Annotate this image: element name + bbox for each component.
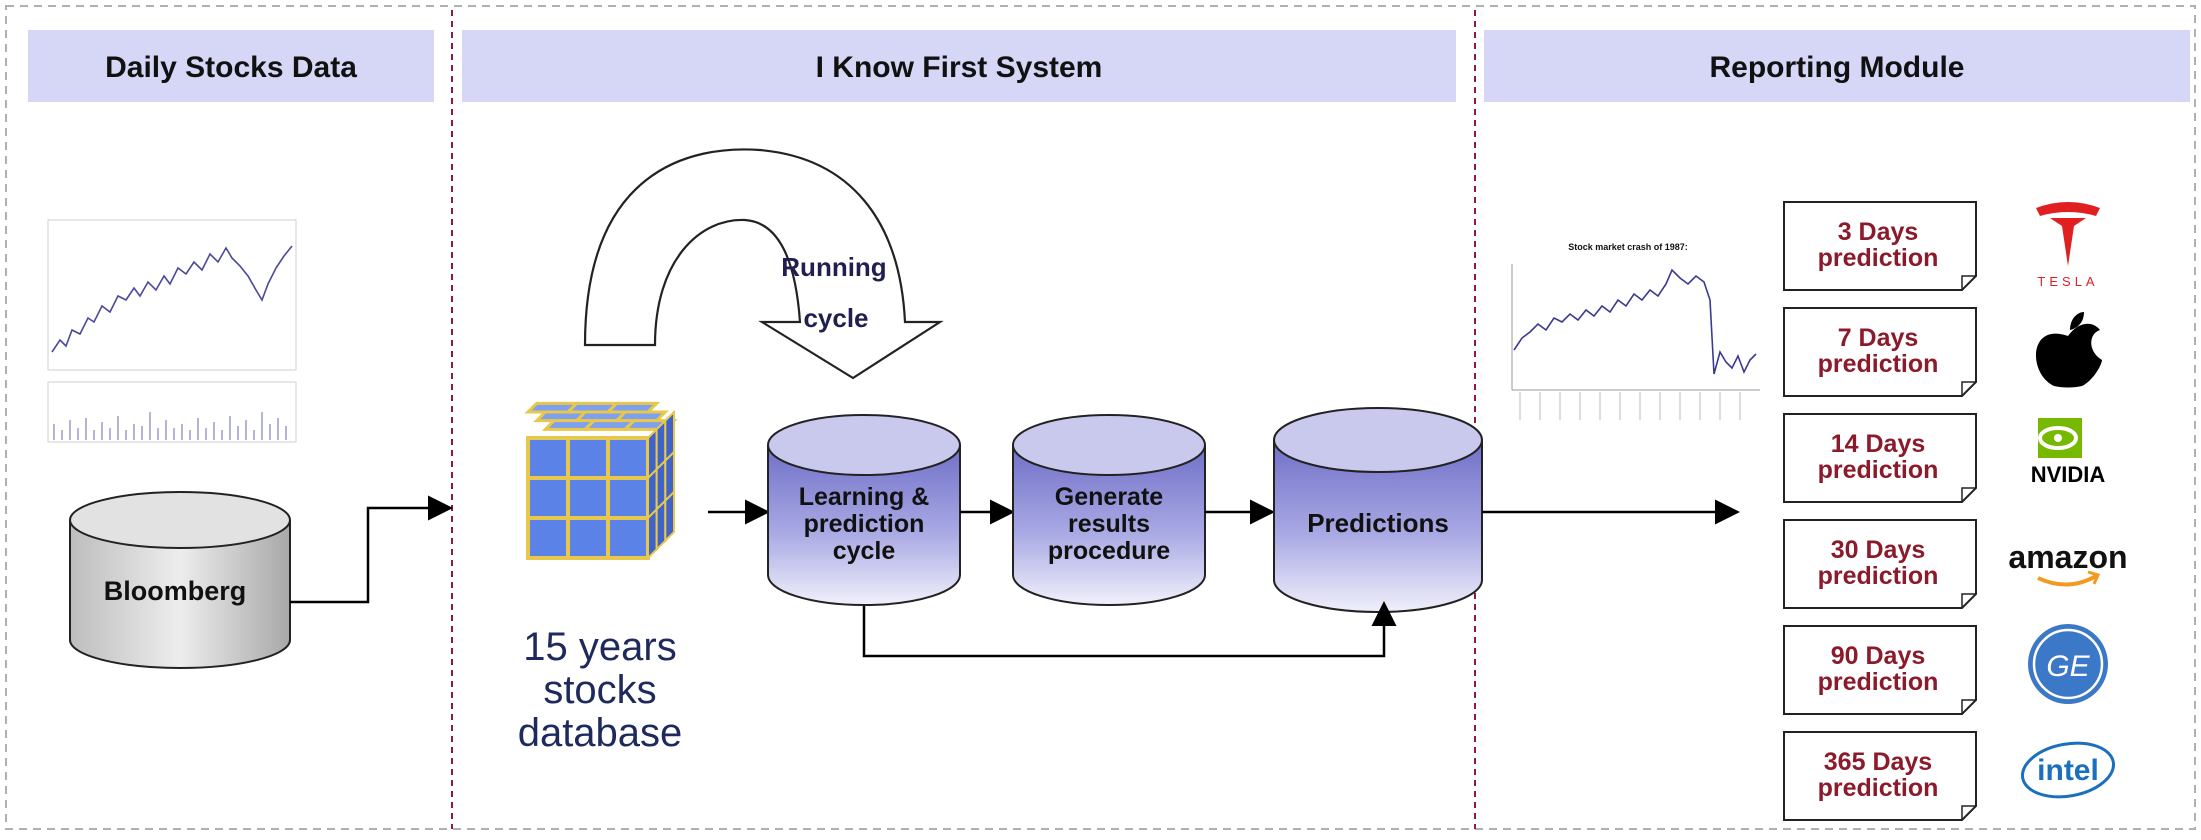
- prediction-period-label: 3 Days: [1838, 218, 1919, 246]
- prediction-word-label: prediction: [1818, 668, 1939, 696]
- prediction-word-label: prediction: [1818, 774, 1939, 802]
- ge-logo: GE: [2028, 624, 2108, 704]
- ge-monogram: GE: [2046, 650, 2090, 683]
- prediction-word-label: prediction: [1818, 350, 1939, 378]
- intel-wordmark: intel: [2037, 754, 2099, 787]
- arrow-bloomberg-to-system: [290, 495, 453, 604]
- learning-label-2: prediction: [804, 510, 925, 538]
- prediction-word-label: prediction: [1818, 562, 1939, 590]
- outer-frame: [5, 5, 2196, 830]
- database-label-1: 15 years: [523, 625, 676, 669]
- running-cycle-label-1: Running: [781, 252, 886, 282]
- nvidia-wordmark: NVIDIA: [2031, 462, 2106, 487]
- stock-chart-thumbnail: [47, 219, 297, 443]
- prediction-period-label: 365 Days: [1824, 748, 1932, 776]
- generate-label-2: results: [1068, 510, 1150, 538]
- apple-logo: [2035, 312, 2102, 388]
- header-input: Daily Stocks Data: [105, 51, 357, 84]
- prediction-period-label: 90 Days: [1831, 642, 1926, 670]
- predictions-node: Predictions: [1273, 407, 1483, 613]
- running-cycle-label-2: cycle: [803, 303, 868, 333]
- generate-results-node: Generate results procedure: [1012, 414, 1206, 606]
- predictions-label: Predictions: [1307, 508, 1449, 538]
- prediction-period-label: 14 Days: [1831, 430, 1926, 458]
- prediction-word-label: prediction: [1818, 456, 1939, 484]
- bloomberg-database: Bloomberg: [69, 491, 291, 669]
- generate-label-3: procedure: [1048, 537, 1170, 565]
- database-label-2: stocks: [543, 668, 656, 712]
- header-reporting: Reporting Module: [1710, 51, 1965, 84]
- prediction-word-label: prediction: [1818, 244, 1939, 272]
- learning-label-1: Learning &: [799, 483, 930, 511]
- header-system: I Know First System: [816, 51, 1103, 84]
- tesla-logo: TESLA: [2036, 202, 2100, 289]
- bloomberg-label: Bloomberg: [104, 576, 247, 606]
- arrow-learning-to-predictions: [862, 601, 1397, 658]
- database-label-3: database: [518, 711, 683, 755]
- intel-logo: intel: [2020, 741, 2116, 799]
- amazon-wordmark: amazon: [2008, 539, 2127, 575]
- crash-chart-title: Stock market crash of 1987:: [1568, 242, 1688, 252]
- generate-label-1: Generate: [1055, 483, 1163, 511]
- market-crash-chart-thumbnail: Stock market crash of 1987:: [1492, 236, 1764, 436]
- amazon-logo: amazon: [2008, 539, 2128, 587]
- header-bar-input: [28, 30, 434, 102]
- header-bar-reporting: [1484, 30, 2190, 102]
- learning-prediction-cycle-node: Learning & prediction cycle: [767, 414, 961, 606]
- nvidia-logo: NVIDIA: [2031, 418, 2106, 487]
- stocks-database-cube-icon: [524, 401, 678, 561]
- learning-label-3: cycle: [833, 537, 896, 565]
- prediction-period-label: 30 Days: [1831, 536, 1926, 564]
- running-cycle-arrow: Running cycle: [583, 148, 944, 380]
- tesla-wordmark: TESLA: [2037, 274, 2098, 289]
- header-bar-system: [462, 30, 1456, 102]
- prediction-period-label: 7 Days: [1838, 324, 1919, 352]
